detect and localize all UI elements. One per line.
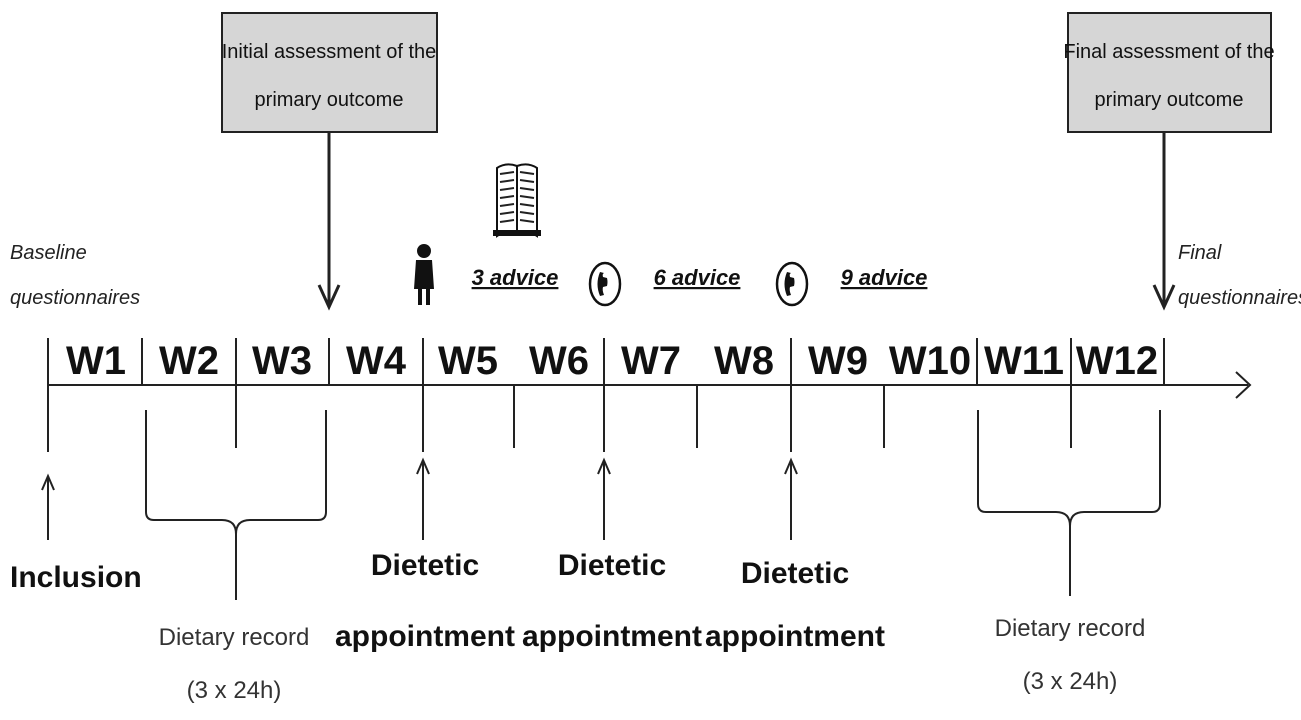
baseline-questionnaires-line1: Baseline [10,242,87,264]
inclusion-arrow [41,473,55,540]
final-questionnaires-line1: Final [1178,242,1222,264]
initial-assessment-line1: Initial assessment of the [222,41,437,63]
week-label: W1 [66,339,126,383]
week-label: W4 [346,339,407,383]
dietary-record-brace-start [145,410,327,600]
advice-label: 3 advice [472,265,559,290]
week-label: W12 [1076,339,1158,383]
dietary-record-label-line1: Dietary record [159,624,310,651]
initial-assessment-box: Initial assessment of the primary outcom… [221,12,438,133]
person-icon [414,244,434,305]
initial-assessment-arrow [317,132,341,311]
phone-icon [775,261,809,307]
week-label: W2 [159,339,219,383]
appointment-label-line1: Dietetic [558,549,666,582]
advice-label: 6 advice [654,265,741,290]
inclusion-label: Inclusion [10,561,142,594]
week-label: W5 [438,339,498,383]
appointment-label-line2: appointment [335,620,515,653]
dietary-record-label-line2: (3 x 24h) [187,677,282,704]
week-label: W8 [714,339,774,383]
final-assessment-line2: primary outcome [1095,89,1244,111]
week-label: W11 [984,339,1064,383]
appointment-label-line2: appointment [705,620,885,653]
appointment-arrow [416,457,430,540]
week-labels: W1 W2 W3 W4 W5 W6 W7 W8 W9 W10 W11 W12 [66,339,1158,383]
baseline-questionnaires-line2: questionnaires [10,287,140,309]
week-label: W10 [889,339,971,383]
dietary-record-brace-end [977,410,1161,596]
appointment-label-line1: Dietetic [741,557,849,590]
week-label: W9 [808,339,868,383]
dietary-record-label-line1: Dietary record [995,615,1146,642]
final-assessment-arrow [1152,132,1176,311]
appointment-label-line2: appointment [522,620,702,653]
final-assessment-box: Final assessment of the primary outcome [1063,12,1275,133]
final-questionnaires-line2: questionnaires [1178,287,1301,309]
timeline-axis [48,371,1252,399]
week-label: W7 [621,339,681,383]
dietary-record-label-line2: (3 x 24h) [1023,668,1118,695]
week-label: W6 [529,339,589,383]
appointment-arrow [597,457,611,540]
appointment-label-line1: Dietetic [371,549,479,582]
week-label: W3 [252,339,312,383]
final-assessment-line1: Final assessment of the [1063,41,1274,63]
phone-icon [588,261,622,307]
advice-label: 9 advice [841,265,928,290]
appointment-arrow [784,457,798,540]
initial-assessment-line2: primary outcome [255,89,404,111]
week-ticks [47,338,1165,452]
book-icon [493,163,541,238]
